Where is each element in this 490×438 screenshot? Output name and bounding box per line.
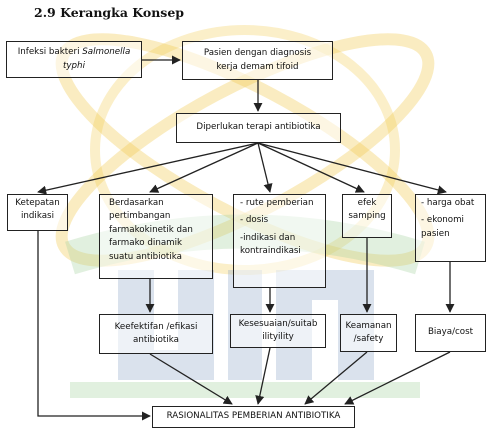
rute-line-3: -indikasi dan	[240, 232, 296, 243]
node-kesesuaian: Kesesuaian/suitab ilityility	[230, 314, 326, 348]
arrow-terapi-to-efek	[257, 142, 365, 193]
arrow-terapi-to-harga	[257, 142, 447, 195]
rute-line-1: - rute pemberian	[240, 198, 314, 208]
rute-line-4: kontraindikasi	[240, 246, 301, 257]
node-keamanan: Keamanan /safety	[340, 314, 397, 352]
keamanan-line-1: Keamanan	[345, 320, 392, 331]
berdasarkan-line-1: Berdasarkan	[109, 198, 164, 208]
berdasarkan-line-2: pertimbangan	[109, 211, 171, 222]
infeksi-text: Infeksi bakteri	[17, 47, 83, 58]
harga-line-2: - ekonomi	[421, 215, 464, 226]
node-pasien-diagnosis: Pasien dengan diagnosis kerja demam tifo…	[182, 41, 333, 80]
node-berdasarkan-pertimbangan: Berdasarkan pertimbangan farmakokinetik …	[99, 194, 213, 279]
ketepatan-line-1: Ketepatan	[15, 198, 60, 208]
infeksi-species: typhi	[63, 60, 85, 71]
arrow-keamanan-to-rasionalitas	[304, 351, 368, 405]
node-keefektifan: Keefektifan /efikasi antibiotika	[99, 314, 213, 354]
rute-line-2: - dosis	[240, 215, 269, 226]
infeksi-genus: Salmonella	[82, 47, 131, 58]
keamanan-line-2: /safety	[353, 334, 384, 344]
node-harga-obat: - harga obat - ekonomi pasien	[415, 194, 486, 262]
ketepatan-line-2: indikasi	[21, 211, 54, 222]
node-biaya: Biaya/cost	[415, 314, 486, 352]
arrow-keefektifan-to-rasionalitas	[149, 353, 233, 405]
arrow-terapi-to-berdasarkan	[149, 142, 259, 193]
arrow-biaya-to-rasionalitas	[344, 351, 451, 405]
berdasarkan-line-3: farmakokinetik dan	[109, 224, 193, 235]
arrow-kesesuaian-to-rasionalitas	[255, 347, 271, 405]
berdasarkan-line-4: farmako dinamik	[109, 238, 183, 249]
rasionalitas-label: RASIONALITAS PEMBERIAN ANTIBIOTIKA	[166, 411, 341, 422]
pasien-line-1: Pasien dengan diagnosis	[203, 48, 312, 59]
efek-line-2: samping	[348, 211, 386, 222]
berdasarkan-line-5: suatu antibiotika	[109, 251, 182, 262]
keefektifan-line-2: antibiotika	[133, 335, 179, 345]
arrow-terapi-to-ketepatan	[37, 142, 259, 195]
biaya-label: Biaya/cost	[427, 327, 474, 338]
section-title: 2.9 Kerangka Konsep	[34, 5, 185, 20]
node-rasionalitas: RASIONALITAS PEMBERIAN ANTIBIOTIKA	[152, 406, 355, 428]
node-terapi-antibiotika: Diperlukan terapi antibiotika	[176, 113, 341, 143]
node-ketepatan-indikasi: Ketepatan indikasi	[7, 194, 68, 231]
node-efek-samping: efek samping	[342, 194, 392, 238]
node-rute-pemberian: - rute pemberian - dosis -indikasi dan k…	[233, 194, 326, 288]
kesesuaian-line-2: ilityility	[262, 332, 294, 342]
logo-base-bar	[70, 382, 420, 398]
terapi-label: Diperlukan terapi antibiotika	[196, 122, 321, 133]
keefektifan-line-1: Keefektifan /efikasi	[114, 321, 198, 332]
harga-line-1: - harga obat	[421, 198, 475, 208]
node-infeksi-bakteri: Infeksi bakteri Salmonella typhi	[6, 41, 142, 78]
pasien-line-2: kerja demam tifoid	[216, 61, 299, 72]
arrow-terapi-to-rute	[257, 142, 273, 193]
harga-line-3: pasien	[421, 228, 450, 239]
efek-line-1: efek	[357, 198, 377, 208]
kesesuaian-line-1: Kesesuaian/suitab	[238, 318, 318, 329]
